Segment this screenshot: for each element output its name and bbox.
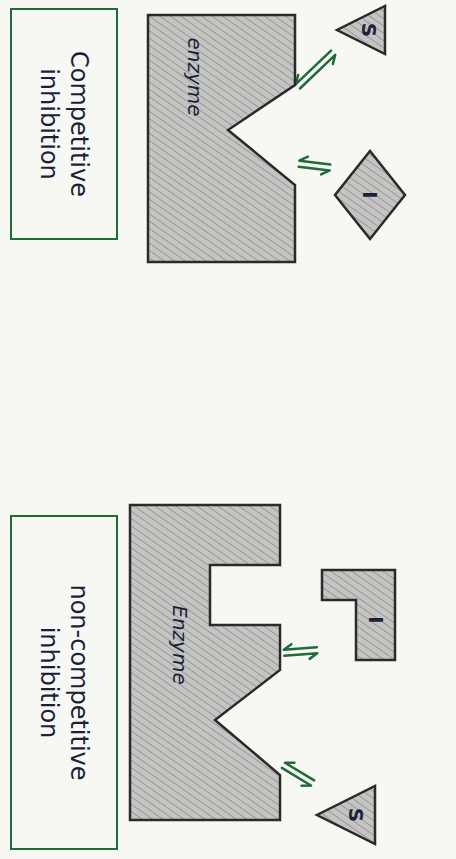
shape-outline bbox=[130, 505, 280, 820]
substrate-triangle: S bbox=[316, 785, 376, 845]
molecule-letter: S bbox=[344, 808, 368, 822]
shape-outline bbox=[148, 15, 295, 262]
enzyme-label: enzyme bbox=[183, 37, 207, 116]
harpoon-line bbox=[284, 644, 317, 650]
inhibitor-shape: I bbox=[321, 565, 396, 665]
equilibrium-arrow bbox=[299, 157, 331, 175]
harpoon-line bbox=[300, 55, 335, 89]
inhibitor-diamond: I bbox=[334, 150, 406, 240]
equilibrium-arrow bbox=[296, 51, 335, 89]
enzyme-shape: enzyme bbox=[148, 15, 295, 262]
molecule-letter: I bbox=[358, 191, 382, 198]
enzyme-label: Enzyme bbox=[168, 605, 192, 684]
substrate-triangle: S bbox=[336, 5, 386, 55]
molecule-letter: I bbox=[364, 616, 388, 623]
harpoon-line bbox=[296, 51, 331, 85]
molecule-letter: S bbox=[357, 23, 381, 37]
harpoon-line bbox=[284, 653, 317, 659]
equilibrium-arrow bbox=[284, 644, 317, 659]
enzyme-shape: Enzyme bbox=[130, 505, 280, 820]
harpoon-line bbox=[299, 157, 330, 165]
caption-box: Competitive inhibition bbox=[10, 8, 118, 240]
caption-text: Competitive inhibition bbox=[34, 26, 94, 222]
caption-text: non-competitive inhibition bbox=[34, 533, 94, 832]
caption-box: non-competitive inhibition bbox=[10, 515, 118, 850]
harpoon-line bbox=[282, 768, 311, 786]
shape-outline bbox=[321, 565, 396, 665]
equilibrium-arrow bbox=[282, 763, 314, 786]
harpoon-line bbox=[299, 167, 330, 175]
